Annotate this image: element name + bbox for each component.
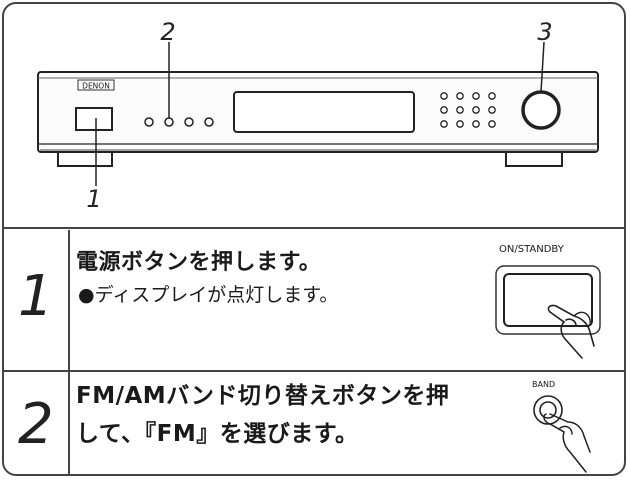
pressing-finger-icon [543,413,591,473]
band-label: BAND [532,380,556,389]
power-button[interactable] [75,107,113,131]
step-2-title-line-1: FM/AMバンド切り替えボタンを押 [76,383,450,409]
step-2-number: 2 [18,392,54,457]
tuning-knob[interactable] [521,90,561,130]
step-1-note: ●ディスプレイが点灯します。 [78,284,339,306]
band-button-illustration [533,395,591,473]
step-1-divider [68,230,70,370]
step-1-number: 1 [18,264,54,329]
callout-3: 3 [537,18,552,46]
small-button-1[interactable] [144,117,154,127]
small-button-3[interactable] [184,117,194,127]
band-button[interactable] [164,117,174,127]
step-2-row: 2 FM/AMバンド切り替えボタンを押 して、『FM』を選びます。 BAND [4,372,624,474]
right-foot [505,151,563,167]
on-standby-button-illustration [495,265,601,359]
row-divider [4,370,624,372]
brand-logo: DENON [82,82,110,91]
callout-1: 1 [86,185,101,213]
small-button-4[interactable] [204,117,214,127]
display-window [233,91,415,133]
step-2-title-line-2: して、『FM』を選びます。 [76,421,359,447]
tuner-illustration: DENON 2 3 1 [4,18,624,229]
on-standby-label: ON/STANDBY [499,244,564,255]
instruction-frame: DENON 2 3 1 1 電源ボタンを押します。 ●ディスプレイが点 [2,2,626,476]
step-1-title: 電源ボタンを押します。 [76,250,322,275]
left-foot [57,151,113,167]
numeric-keypad[interactable] [440,92,496,128]
step-1-row: 1 電源ボタンを押します。 ●ディスプレイが点灯します。 ON/STANDBY [4,230,624,370]
step-2-divider [68,372,70,474]
callout-2: 2 [160,18,175,46]
